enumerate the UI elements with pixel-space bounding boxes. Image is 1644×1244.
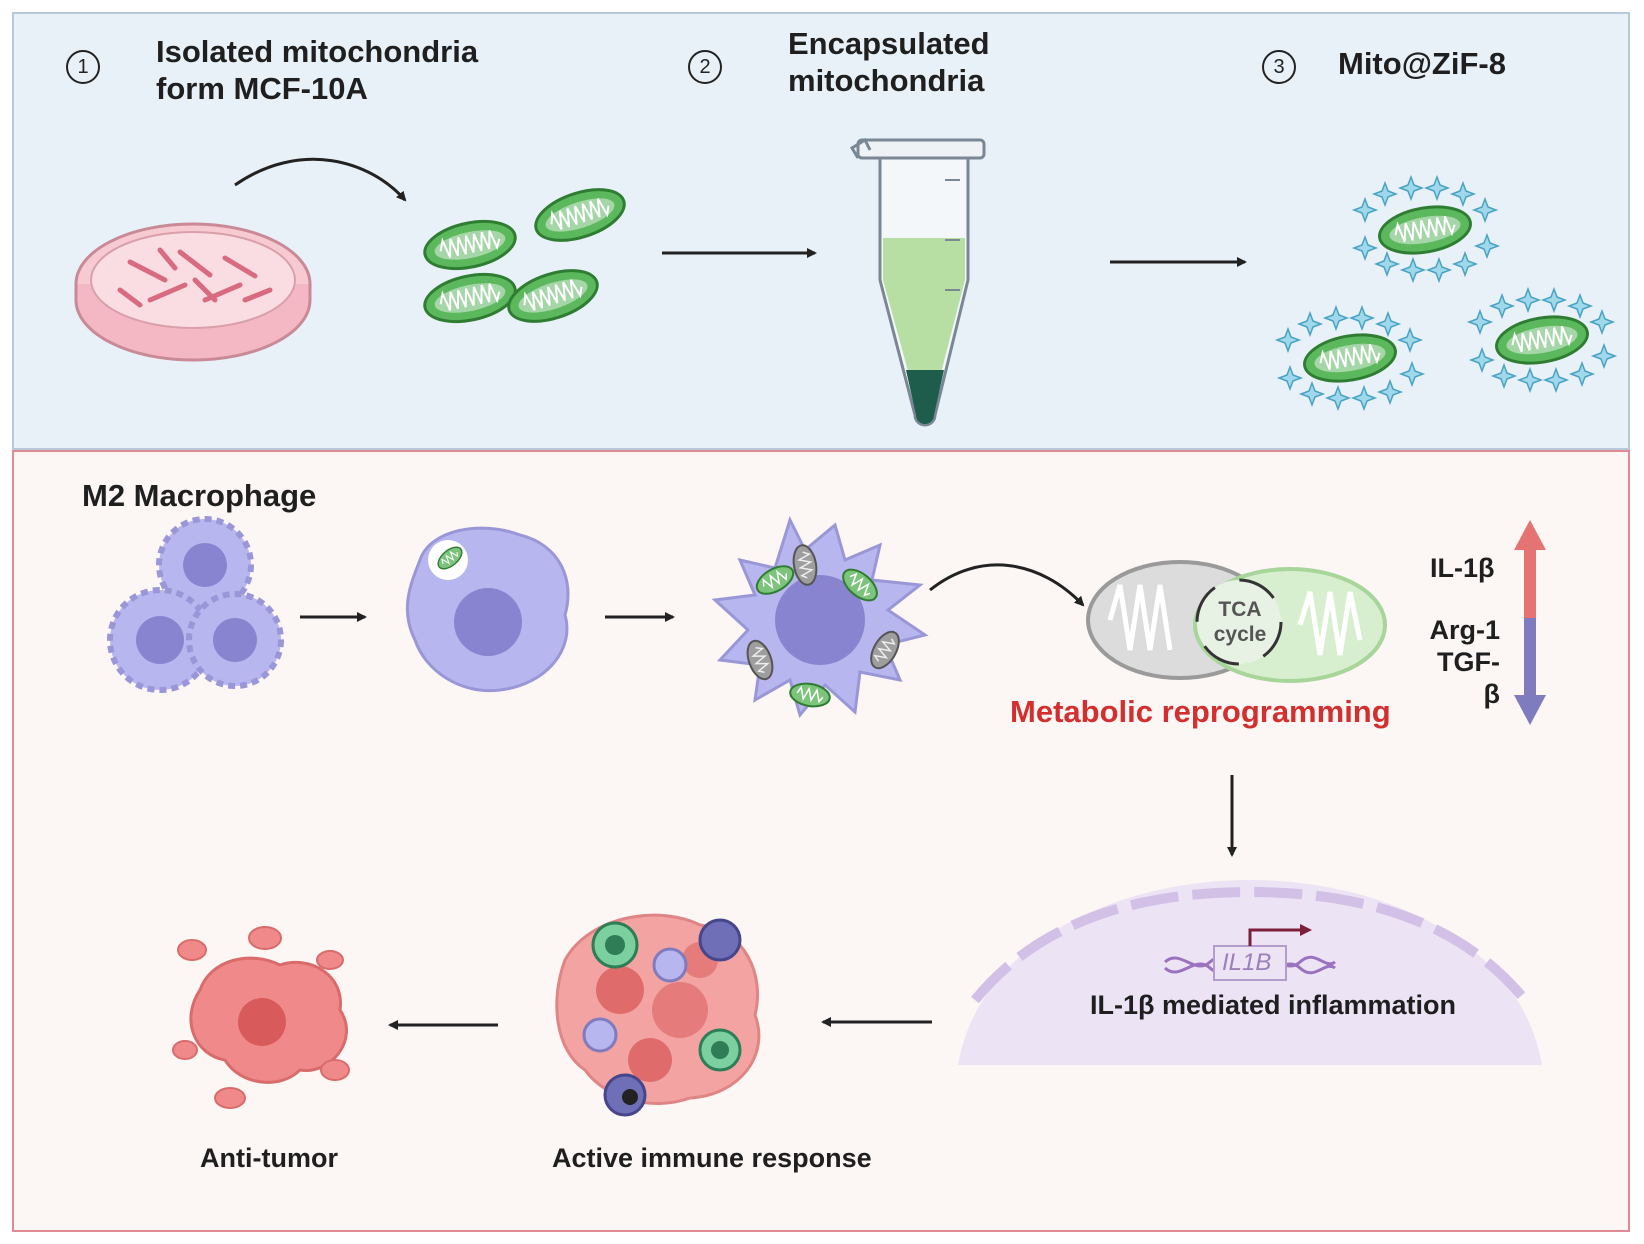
step-2-line1: Encapsulated (788, 26, 990, 61)
tumor-immune-icon (555, 913, 761, 1117)
down-markers: Arg-1 TGF-β (1425, 615, 1500, 711)
macrophage-with-mitochondria-icon (711, 516, 929, 719)
antitumor-label: Anti-tumor (200, 1143, 338, 1173)
coated-mitochondria-icon (1276, 176, 1616, 410)
tube-icon (849, 137, 986, 427)
macrophage-label: M2 Macrophage (82, 478, 317, 513)
step-2-line2: mitochondria (788, 62, 985, 98)
step-1-line2: form MCF-10A (156, 70, 368, 106)
arrow-isolate (234, 157, 407, 202)
immune-response-label: Active immune response (552, 1143, 872, 1173)
tumor-debris-icon (172, 926, 350, 1109)
il1b-up-label: IL-1β (1430, 553, 1495, 583)
metabolic-reprogramming-label: Metabolic reprogramming (1010, 694, 1391, 729)
downregulation-arrow-icon (1514, 618, 1546, 725)
step-3-number: 3 (1262, 50, 1296, 84)
tgfb-label: TGF-β (1437, 646, 1500, 709)
step-1-label: Isolated mitochondria form MCF-10A (156, 34, 478, 107)
petri-dish-icon (74, 222, 312, 362)
step-2-label: Encapsulated mitochondria (788, 26, 990, 99)
arrow-metabolic (929, 563, 1085, 607)
fused-mitochondria-icon (1086, 560, 1387, 683)
tca-cycle-label: TCA cycle (1210, 598, 1270, 648)
mitochondria-icon (418, 178, 633, 333)
nucleus-icon (958, 880, 1542, 1065)
step-1-line1: Isolated mitochondria (156, 34, 479, 69)
m2-macrophage-icon (107, 516, 284, 693)
tca-line2: cycle (1213, 622, 1267, 646)
il1b-gene-label: IL1B (1222, 949, 1272, 976)
upregulation-arrow-icon (1514, 520, 1546, 623)
step-1-number: 1 (66, 50, 100, 84)
step-3-label: Mito@ZiF-8 (1338, 46, 1506, 81)
inflammation-label: IL-1β mediated inflammation (1090, 990, 1457, 1020)
arg1-label: Arg-1 (1429, 615, 1500, 645)
phagocytosing-macrophage-icon (405, 526, 570, 693)
tca-line1: TCA (1218, 598, 1262, 621)
step-2-number: 2 (688, 50, 722, 84)
